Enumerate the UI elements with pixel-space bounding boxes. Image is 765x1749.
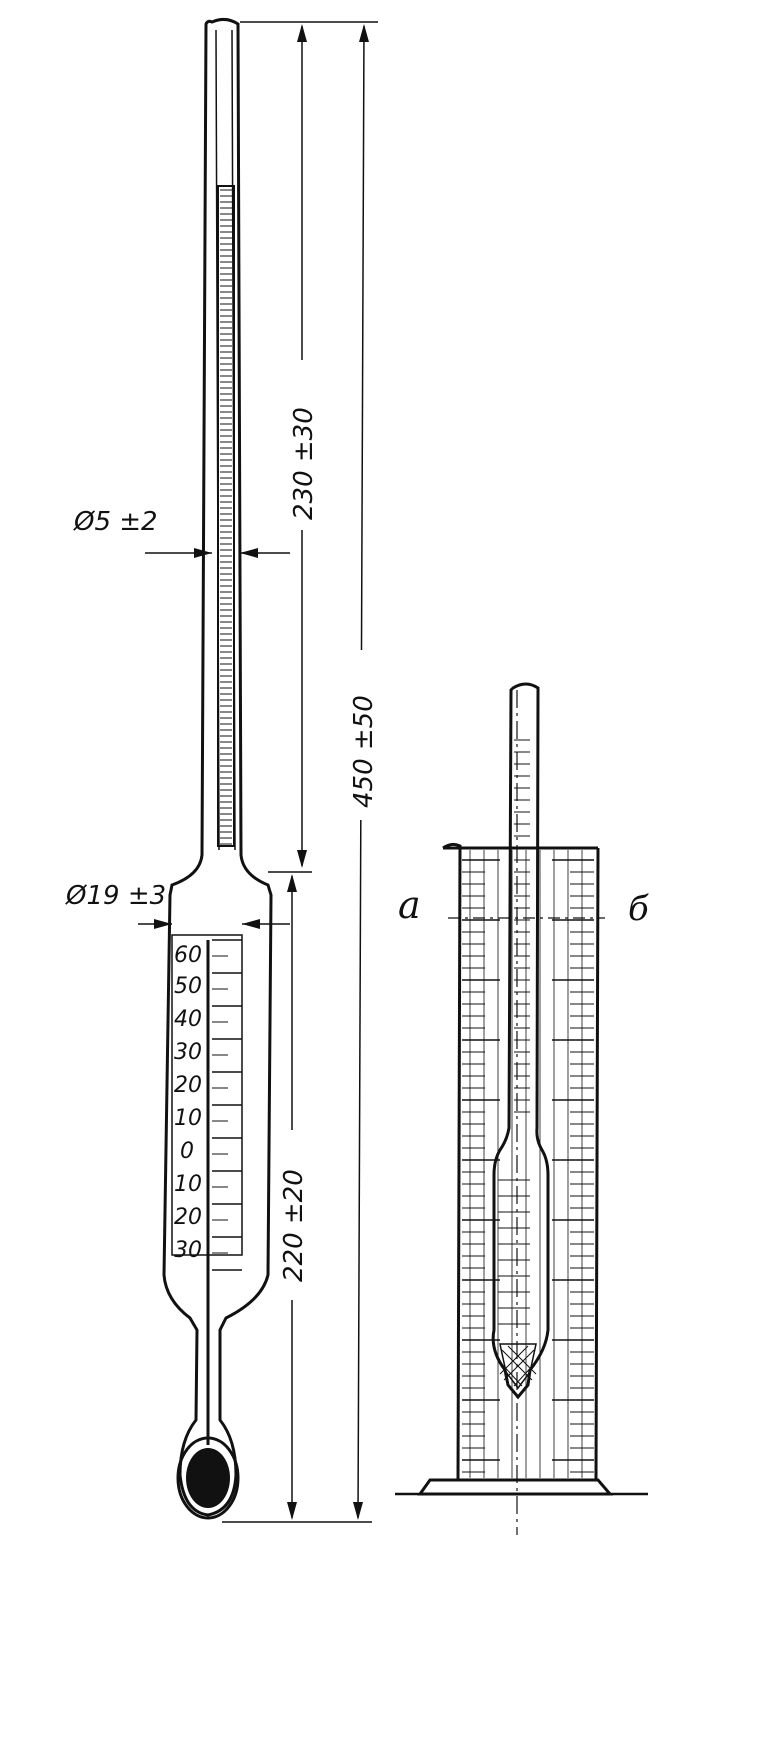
cylinder-graduations xyxy=(462,850,594,1478)
arrowhead xyxy=(297,850,307,868)
hydrometer-drawing: 60 50 40 30 20 10 0 10 20 30 xyxy=(162,17,273,1520)
cylinder-base xyxy=(417,1478,614,1496)
scale-label: 20 xyxy=(174,1073,202,1098)
arrowhead xyxy=(297,24,307,42)
lower-length-label: 220 ±20 xyxy=(279,1169,309,1282)
dim-label-gap xyxy=(284,360,322,530)
thermometer-scale-labels: 60 50 40 30 20 10 0 10 20 30 xyxy=(174,943,202,1263)
arrowhead xyxy=(359,24,369,42)
scale-label: 60 xyxy=(174,943,202,968)
scale-label: 30 xyxy=(174,1040,202,1065)
scale-label: 20 xyxy=(174,1205,202,1230)
thermometer-scale-frame xyxy=(171,934,243,1256)
dimension-lines: 230 ±30 220 ±20 450 ±50 Ø5 ±2 Ø19 ±3 xyxy=(65,21,380,1523)
stem-diameter-label: Ø5 ±2 xyxy=(73,507,158,537)
scale-label: 0 xyxy=(180,1139,194,1164)
arrowhead xyxy=(154,919,172,929)
figure-label-a: a xyxy=(398,883,421,927)
arrowhead xyxy=(194,548,212,558)
inner-hydrometer-scale xyxy=(498,739,530,1325)
scale-label: 30 xyxy=(174,1238,202,1263)
cylinder-drawing: a б xyxy=(395,682,649,1535)
total-length-label: 450 ±50 xyxy=(349,695,379,808)
dim-label-gap xyxy=(274,1130,312,1300)
scale-label: 40 xyxy=(174,1007,202,1032)
scale-label: 10 xyxy=(174,1172,202,1197)
figure-label-b: б xyxy=(628,889,649,929)
thermometer-scale xyxy=(171,934,243,1271)
hydrometer-outline xyxy=(162,17,273,1517)
arrowhead xyxy=(242,919,260,929)
body-diameter-label: Ø19 ±3 xyxy=(65,881,166,911)
arrowhead xyxy=(353,1502,363,1520)
dim-label-gap xyxy=(340,650,380,820)
scale-label: 10 xyxy=(174,1106,202,1131)
arrowhead xyxy=(287,874,297,892)
arrowhead xyxy=(287,1502,297,1520)
arrowhead xyxy=(240,548,258,558)
scale-label: 50 xyxy=(174,974,202,999)
ballast-bulb xyxy=(186,1448,230,1508)
stem-scale-frame xyxy=(217,185,235,847)
inner-ballast xyxy=(499,1343,537,1390)
upper-length-label: 230 ±30 xyxy=(289,407,319,520)
stem-scale xyxy=(217,185,235,847)
